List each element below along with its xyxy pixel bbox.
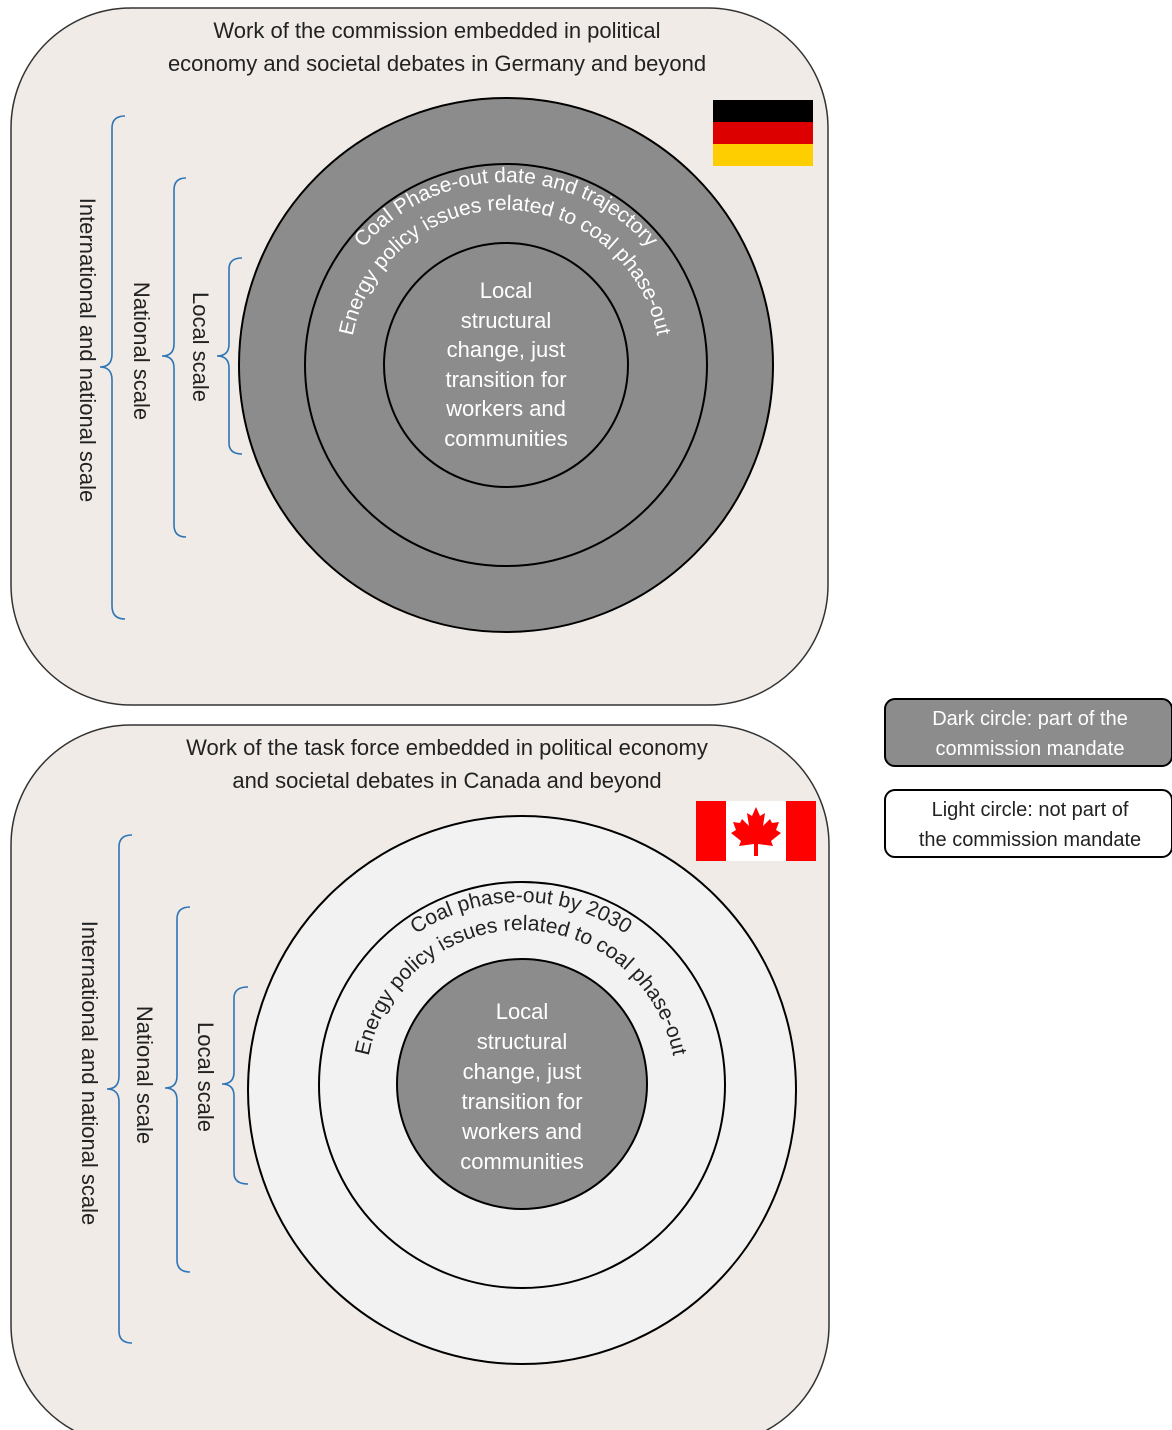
legend-light-line1: Light circle: not part of <box>932 799 1129 821</box>
germany-national-label: National scale <box>129 282 154 420</box>
germany-center-line1: Local <box>480 278 533 303</box>
legend-dark-line1: Dark circle: part of the <box>932 708 1128 730</box>
canada-national-label: National scale <box>132 1006 157 1144</box>
germany-center-line6: communities <box>444 426 567 451</box>
germany-center-line2: structural <box>461 308 551 333</box>
germany-local-bracket <box>216 257 243 455</box>
legend: Dark circle: part of the commission mand… <box>884 698 1172 858</box>
legend-dark-box <box>884 698 1172 767</box>
legend-light-line2: the commission mandate <box>919 829 1141 851</box>
canada-center-line5: workers and <box>461 1119 582 1144</box>
canada-center-line6: communities <box>460 1149 583 1174</box>
germany-flag-icon <box>713 100 813 166</box>
canada-flag-icon <box>696 801 816 861</box>
legend-dark-line2: commission mandate <box>936 738 1125 760</box>
germany-national-bracket <box>161 177 187 538</box>
maple-leaf-icon <box>731 807 781 856</box>
canada-national-bracket <box>164 906 191 1273</box>
canada-title-line2: and societal debates in Canada and beyon… <box>232 768 661 793</box>
canada-center-line1: Local <box>496 999 549 1024</box>
canada-center-line2: structural <box>477 1029 567 1054</box>
canada-local-label: Local scale <box>193 1022 218 1132</box>
canada-inner-circle <box>396 958 648 1210</box>
germany-center-line5: workers and <box>445 396 566 421</box>
germany-panel: Work of the commission embedded in polit… <box>10 7 829 706</box>
canada-international-label: International and national scale <box>77 921 102 1226</box>
germany-international-bracket <box>99 115 126 620</box>
canada-local-bracket <box>221 986 249 1185</box>
canada-panel: Work of the task force embedded in polit… <box>10 724 830 1430</box>
germany-title-line2: economy and societal debates in Germany … <box>168 51 706 76</box>
canada-center-line4: transition for <box>461 1089 582 1114</box>
germany-title-line1: Work of the commission embedded in polit… <box>213 18 660 43</box>
germany-center-line3: change, just <box>447 337 566 362</box>
germany-international-label: International and national scale <box>75 198 100 503</box>
canada-title-line1: Work of the task force embedded in polit… <box>186 735 708 760</box>
canada-international-bracket <box>106 834 133 1344</box>
germany-local-label: Local scale <box>188 292 213 402</box>
germany-inner-circle <box>383 242 629 488</box>
canada-center-line3: change, just <box>463 1059 582 1084</box>
germany-center-line4: transition for <box>445 367 566 392</box>
legend-light-box <box>884 789 1172 858</box>
